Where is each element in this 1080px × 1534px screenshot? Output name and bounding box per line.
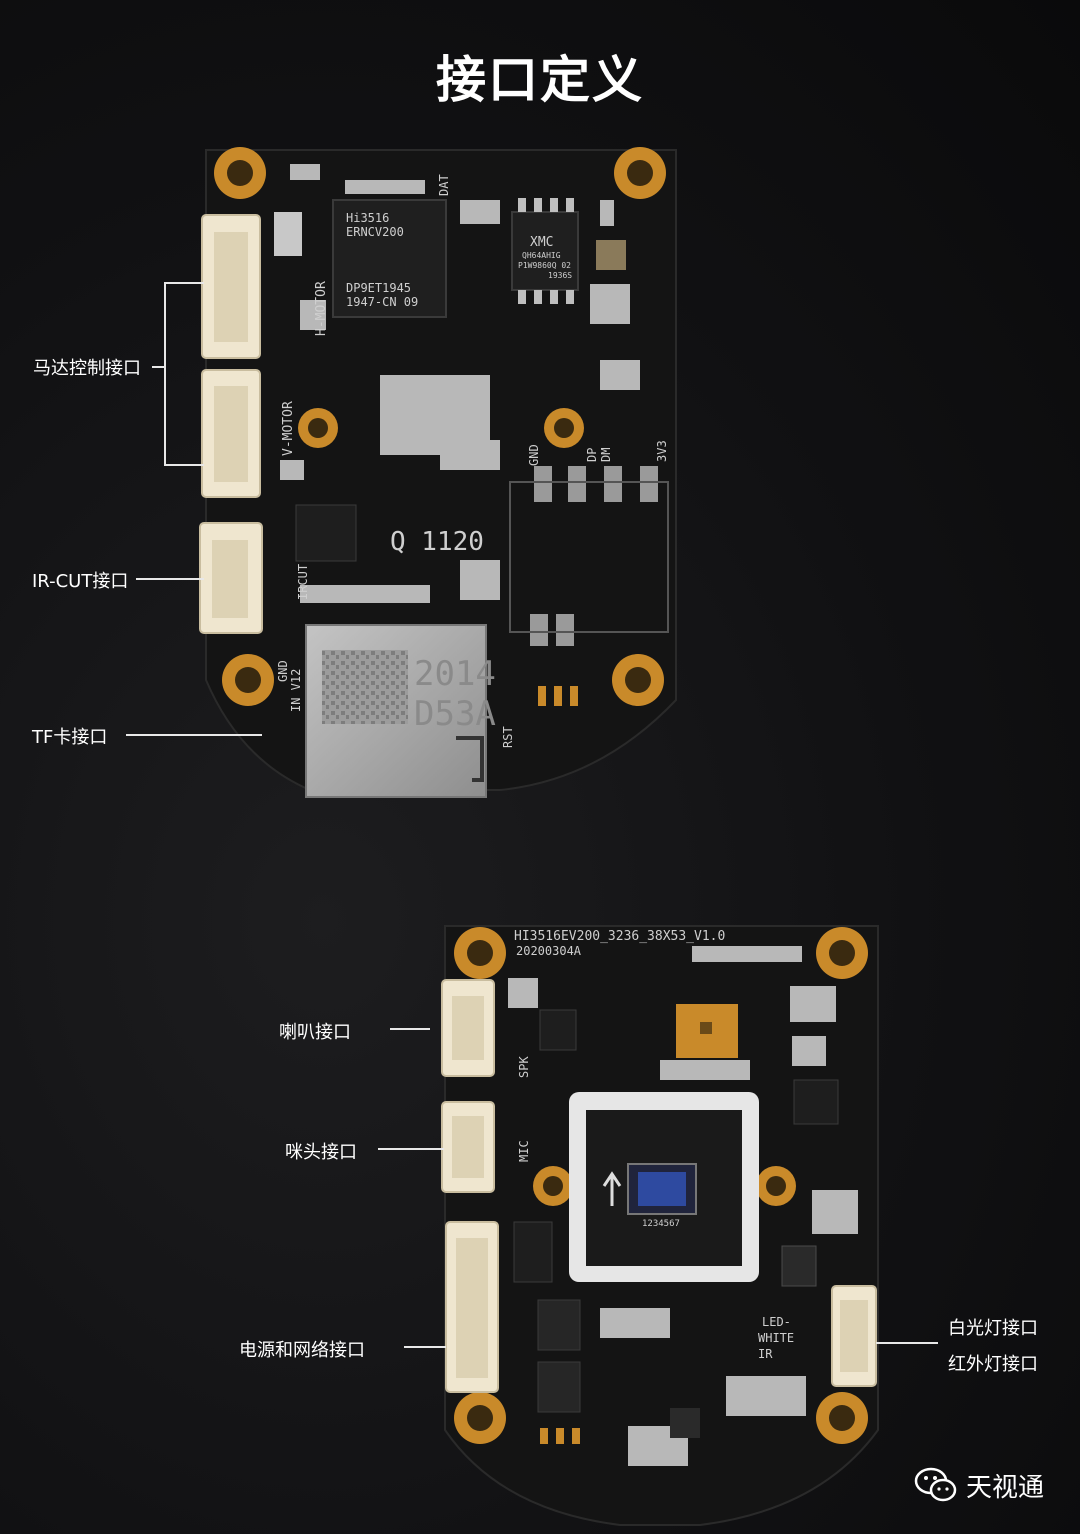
flash-label-1: XMC xyxy=(530,235,553,250)
speaker-leader xyxy=(390,1028,430,1030)
soc-label-2: ERNCV200 xyxy=(346,225,404,239)
tf-leader xyxy=(126,734,262,736)
silk-v-motor: V-MOTOR xyxy=(281,401,296,456)
brand-watermark: 天视通 xyxy=(914,1466,1044,1504)
silk-q120: Q 1120 xyxy=(390,527,484,557)
label-mic-interface: 咪头接口 xyxy=(285,1142,357,1163)
silk-white: WHITE xyxy=(758,1331,794,1345)
motor-bracket-vertical xyxy=(164,282,166,466)
silk-ircut: IRCUT xyxy=(296,564,310,600)
silk-gnd2: GND xyxy=(276,660,290,682)
motor-bracket-top xyxy=(164,282,204,284)
flash-label-3: P1W9860Q 02 xyxy=(518,261,571,270)
label-tf-interface: TF卡接口 xyxy=(32,727,108,748)
silk-header: HI3516EV200_3236_38X53_V1.0 xyxy=(514,929,725,944)
silk-dat: DAT xyxy=(437,174,451,196)
motor-leader xyxy=(152,366,164,368)
silk-dm: DM xyxy=(599,448,613,462)
silk-spk: SPK xyxy=(517,1056,531,1078)
soc-label-4: 1947-CN 09 xyxy=(346,295,418,309)
page-title: 接口定义 xyxy=(436,51,644,109)
motor-bracket-bottom xyxy=(164,464,204,466)
power-leader xyxy=(404,1346,446,1348)
silk-3v3: 3V3 xyxy=(655,440,669,462)
board-top: Hi3516 ERNCV200 DP9ET1945 1947-CN 09 XMC… xyxy=(199,147,677,798)
sensor-code: 1234567 xyxy=(642,1219,680,1229)
silk-in-v12: IN V12 xyxy=(289,669,303,712)
silk-date: 20200304A xyxy=(516,944,582,958)
flash-label-4: 1936S xyxy=(548,271,572,280)
flash-label-2: QH64AHIG xyxy=(522,251,561,260)
label-power-network-interface: 电源和网络接口 xyxy=(239,1340,365,1361)
label-speaker-interface: 喇叭接口 xyxy=(279,1022,351,1043)
silk-ir: IR xyxy=(758,1347,773,1361)
wechat-icon xyxy=(914,1467,957,1502)
sd-code-2: D53A xyxy=(414,694,496,734)
soc-label-1: Hi3516 xyxy=(346,211,389,225)
label-white-led-interface: 白光灯接口 xyxy=(948,1318,1038,1339)
silk-gnd: GND xyxy=(527,444,541,466)
silk-dp: DP xyxy=(585,448,599,462)
label-ircut-interface: IR-CUT接口 xyxy=(32,571,129,592)
led-leader xyxy=(876,1342,938,1344)
silk-h-motor: H-MOTOR xyxy=(314,281,329,336)
silk-led: LED- xyxy=(762,1315,791,1329)
ircut-leader xyxy=(136,578,204,580)
mic-leader xyxy=(378,1148,444,1150)
board-bottom: HI3516EV200_3236_38X53_V1.0 20200304A 12… xyxy=(441,925,879,1526)
soc-label-3: DP9ET1945 xyxy=(346,281,411,295)
label-motor-interface: 马达控制接口 xyxy=(33,358,141,379)
sd-code-1: 2014 xyxy=(414,654,496,694)
brand-name: 天视通 xyxy=(966,1472,1045,1503)
silk-rst: RST xyxy=(501,726,515,748)
label-ir-led-interface: 红外灯接口 xyxy=(948,1354,1038,1375)
silk-mic: MIC xyxy=(517,1140,531,1162)
